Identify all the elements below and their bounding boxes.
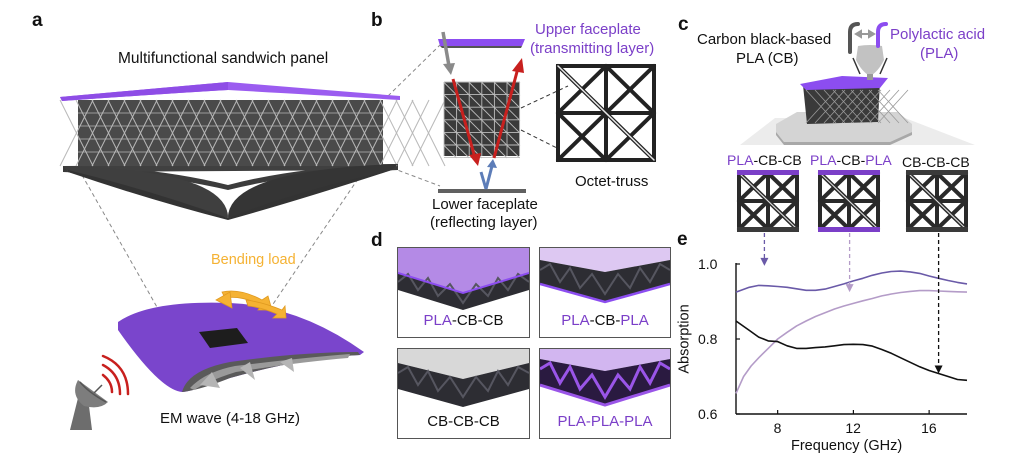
sample-part: -CB-CB [451, 312, 504, 329]
upper-faceplate-label-line2: (transmitting layer) [530, 40, 655, 57]
y-axis-label: Absorption [676, 304, 693, 374]
annotation-arrow-head [934, 365, 943, 374]
ytick-label: 0.8 [698, 331, 718, 347]
sample-label: PLA-PLA-PLA [540, 413, 670, 430]
sample-label: PLA-CB-PLA [540, 312, 670, 329]
config-label-pla-cb-pla: PLA-CB-PLA [810, 152, 892, 168]
sample-part: CB-CB-CB [427, 413, 500, 430]
annotation-arrow-head [760, 257, 769, 266]
sample-photo-pla-pla-pla: PLA-PLA-PLA [539, 348, 671, 439]
cb-label-line2: PLA (CB) [736, 50, 799, 67]
connector-lines [81, 44, 441, 339]
octet-connector-lines [520, 85, 569, 149]
panel-label-c: c [678, 14, 689, 35]
series-line-pla-cb-cb [735, 270, 968, 293]
em-wave-label: EM wave (4-18 GHz) [160, 410, 301, 427]
config-part: CB-CB-CB [902, 154, 970, 170]
panel-label-d: d [371, 230, 383, 251]
bending-arrows-icon [215, 290, 287, 319]
sample-photo-pla-cb-cb: PLA-CB-CB [397, 247, 530, 338]
annotation-arrow-head [845, 284, 854, 293]
pla-label-line2: (PLA) [920, 45, 959, 62]
config-part: -CB- [836, 152, 866, 168]
em-wave-icon [101, 354, 130, 396]
config-unit-cell-2 [906, 170, 968, 232]
sample-part: -CB- [589, 312, 621, 329]
printed-lattice [800, 76, 909, 124]
ytick-label: 0.6 [698, 406, 718, 422]
sandwich-panel-title: Multifunctional sandwich panel [118, 50, 329, 67]
config-unit-cell-0 [737, 170, 799, 232]
sample-part: PLA-PLA-PLA [557, 413, 653, 430]
sample-render [398, 349, 529, 407]
upper-faceplate-label-line1: Upper faceplate [535, 21, 641, 38]
x-axis-label: Frequency (GHz) [791, 438, 903, 454]
sample-part: PLA [561, 312, 590, 329]
sample-render [398, 248, 529, 310]
sample-part: PLA [620, 312, 649, 329]
panel-label-a: a [32, 10, 43, 31]
reflection-arrows [451, 58, 524, 166]
config-label-pla-cb-cb: PLA-CB-CB [727, 152, 802, 168]
sample-render [540, 248, 670, 304]
ytick-label: 1.0 [698, 256, 718, 272]
config-label-cb-cb-cb: CB-CB-CB [902, 154, 970, 170]
xtick-label: 12 [845, 420, 861, 436]
panel-label-e: e [677, 229, 688, 250]
lower-faceplate-label-line1: Lower faceplate [432, 196, 538, 213]
sample-label: CB-CB-CB [398, 413, 529, 430]
filament-pla [876, 22, 888, 48]
pla-label-line1: Polylactic acid [890, 26, 986, 43]
config-part: PLA [727, 152, 754, 168]
config-unit-cell-1 [818, 170, 880, 232]
panel-label-b: b [371, 10, 383, 31]
print-nozzle-icon [852, 45, 888, 80]
blue-reflection-arrows [479, 159, 497, 190]
cb-label-line1: Carbon black-based [697, 31, 832, 48]
series-line-pla-cb-pla [735, 289, 968, 394]
xtick-label: 16 [921, 420, 937, 436]
sample-label: PLA-CB-CB [398, 312, 529, 329]
filament-cb [848, 22, 860, 54]
xtick-label: 8 [773, 420, 782, 436]
incident-wave-arrow [441, 31, 455, 75]
sample-render [540, 349, 670, 407]
radar-antenna-icon [70, 380, 108, 430]
lattice-block [443, 81, 521, 159]
swap-arrow-icon [854, 29, 876, 39]
sample-part: PLA [423, 312, 452, 329]
series-line-cb-cb-cb [735, 320, 968, 382]
bending-load-label: Bending load [211, 252, 296, 268]
config-part: PLA [865, 152, 892, 168]
sample-photo-pla-cb-pla: PLA-CB-PLA [539, 247, 671, 338]
sandwich-panel-render [59, 82, 446, 220]
wing-render [118, 302, 364, 392]
octet-truss-label: Octet-truss [575, 173, 649, 190]
lower-faceplate-label-line2: (reflecting layer) [430, 214, 538, 231]
lower-faceplate [438, 189, 526, 193]
chart-series [735, 270, 968, 394]
upper-faceplate [438, 39, 525, 46]
sample-photo-cb-cb-cb: CB-CB-CB [397, 348, 530, 439]
config-part: PLA [810, 152, 837, 168]
chart-annotations [760, 233, 943, 374]
octet-truss-icon [556, 64, 656, 162]
chart-axes [735, 263, 967, 415]
config-part: -CB-CB [753, 152, 802, 168]
